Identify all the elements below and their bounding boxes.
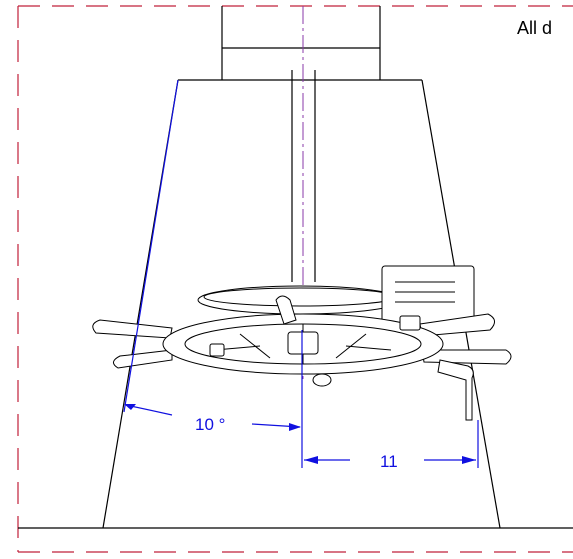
- offset-dimension-label: 11: [380, 452, 398, 471]
- central-shaft: [291, 70, 316, 282]
- angle-dimension-label: 10 °: [195, 415, 225, 434]
- steering-wheel-assembly: [92, 265, 512, 421]
- top-box: [221, 6, 381, 80]
- dimension-arrowheads: [124, 404, 476, 464]
- header-note: All d: [517, 18, 553, 38]
- sheet-border: [17, 5, 573, 553]
